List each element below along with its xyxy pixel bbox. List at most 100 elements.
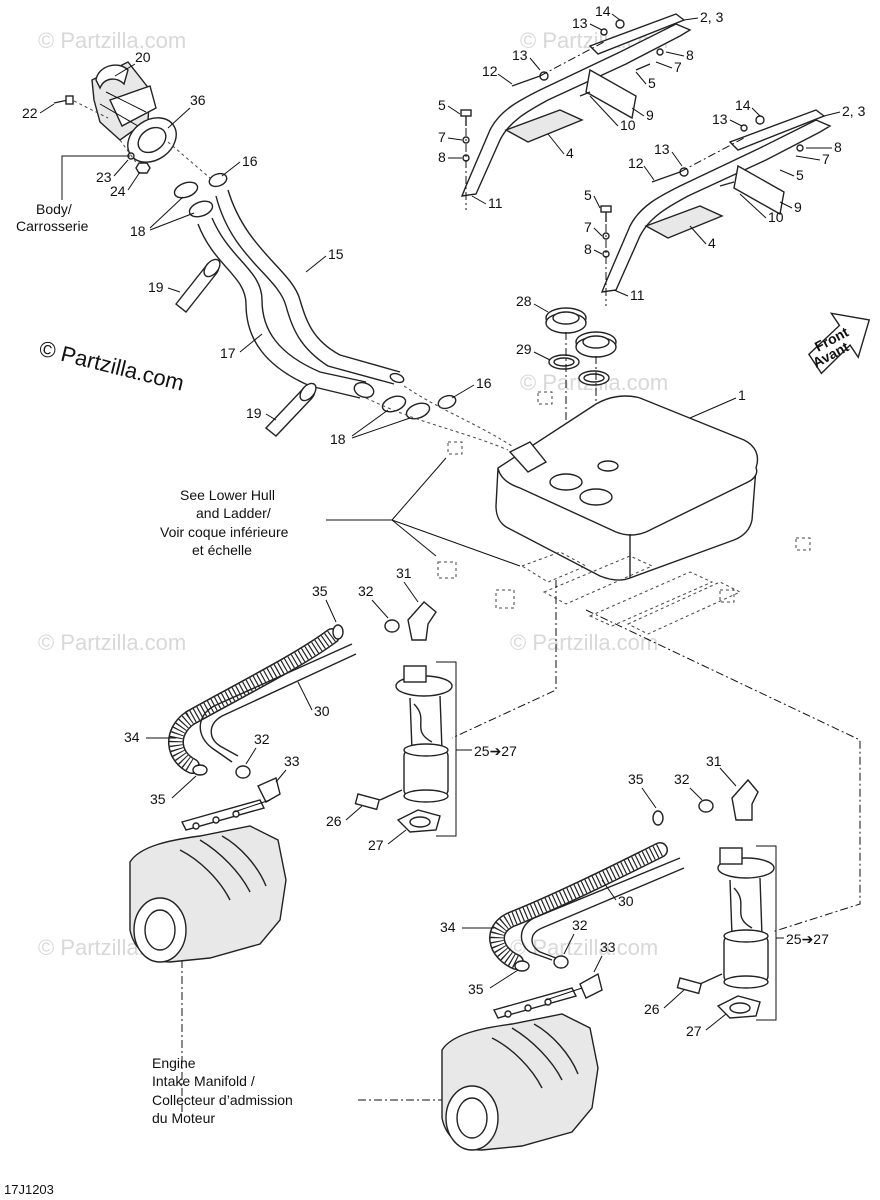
pad-icon (504, 109, 584, 143)
callout-5: 5 (796, 167, 804, 183)
callout-5: 5 (584, 187, 592, 203)
callout-30: 30 (618, 893, 634, 909)
callout-2-3: 2, 3 (842, 103, 866, 119)
callout-11: 11 (630, 287, 645, 303)
callout-34: 34 (440, 919, 456, 935)
gasket-icon (716, 995, 761, 1019)
callout-8: 8 (686, 47, 694, 63)
plate-icon (733, 164, 785, 216)
callout-13: 13 (512, 47, 528, 63)
callout-13: 13 (572, 15, 588, 31)
callout-13: 13 (712, 111, 728, 127)
sender-icon (676, 973, 723, 995)
lower-hull-note-line3: Voir coque inférieure (160, 524, 289, 540)
callout-26: 26 (326, 813, 342, 829)
callout-13: 13 (654, 141, 670, 157)
callout-26: 26 (644, 1001, 660, 1017)
callout-25-27: 25➔27 (786, 931, 829, 947)
callout-18: 18 (330, 431, 346, 447)
callout-20: 20 (135, 49, 151, 65)
filler-neck-icon (91, 61, 157, 141)
callout-33: 33 (284, 753, 300, 769)
callout-8: 8 (438, 149, 446, 165)
callout-31: 31 (396, 565, 412, 581)
callout-10: 10 (620, 117, 636, 133)
elbow-fitting-icon (257, 601, 437, 803)
callout-35: 35 (468, 981, 484, 997)
clip-icon (514, 810, 664, 972)
callout-7: 7 (674, 59, 682, 75)
cable-tie-icon (175, 258, 221, 313)
callout-23: 23 (96, 169, 112, 185)
callout-14: 14 (595, 3, 611, 19)
callout-31: 31 (706, 753, 722, 769)
callout-28: 28 (516, 293, 532, 309)
callout-12: 12 (482, 63, 498, 79)
ring-icon (235, 619, 400, 779)
callout-30: 30 (314, 703, 330, 719)
cable-tie-icon (264, 382, 317, 437)
callout-9: 9 (794, 199, 802, 215)
engine-note-line4: du Moteur (152, 1110, 215, 1126)
callout-27: 27 (686, 1023, 702, 1039)
callout-32: 32 (358, 583, 374, 599)
body-note-line2: Carrosserie (16, 218, 89, 234)
callout-34: 34 (124, 729, 140, 745)
clamp-icon (173, 172, 457, 420)
gasket-icon (396, 809, 441, 833)
intake-manifold-icon (441, 987, 599, 1151)
lower-hull-note-line4: et échelle (192, 542, 252, 558)
hull-reference (437, 391, 811, 635)
copyright-watermark: © Partzilla.com (37, 336, 187, 396)
callout-19: 19 (148, 279, 164, 295)
watermark: © Partzilla.com (510, 630, 658, 655)
sender-icon (354, 789, 403, 811)
watermark: © Partzilla.com (38, 630, 186, 655)
lower-hull-note-line1: See Lower Hull (180, 487, 275, 503)
callout-7: 7 (822, 151, 830, 167)
callout-8: 8 (584, 241, 592, 257)
hose-icon (197, 217, 375, 399)
callout-5: 5 (648, 75, 656, 91)
body-note-line1: Body/ (36, 201, 72, 217)
callout-24: 24 (110, 183, 126, 199)
intake-manifold-icon (129, 799, 287, 963)
ring-icon (553, 799, 714, 969)
elbow-fitting-icon (579, 778, 759, 999)
callout-1: 1 (738, 387, 746, 403)
callout-27: 27 (368, 837, 384, 853)
lower-hull-note-line2: and Ladder/ (196, 505, 271, 521)
clip-icon (192, 624, 344, 776)
corrugated-hose-icon (489, 842, 668, 970)
callout-35: 35 (628, 771, 644, 787)
callout-16: 16 (242, 153, 258, 169)
callout-10: 10 (768, 209, 784, 225)
callout-7: 7 (438, 129, 446, 145)
callout-19: 19 (246, 405, 262, 421)
callout-4: 4 (566, 145, 574, 161)
callout-29: 29 (516, 341, 532, 357)
fuel-pump-icon (717, 847, 775, 989)
callout-2-3: 2, 3 (700, 9, 724, 25)
hose-icon (215, 189, 405, 385)
callout-22: 22 (22, 105, 38, 121)
watermark: © Partzilla.com (38, 28, 186, 53)
callout-11: 11 (488, 195, 503, 211)
engine-note-line2: Intake Manifold / (152, 1073, 255, 1089)
callout-32: 32 (254, 731, 270, 747)
fuel-tank-icon (495, 395, 759, 581)
callout-36: 36 (190, 92, 206, 108)
callout-17: 17 (220, 345, 236, 361)
figure-reference: 17J1203 (4, 1182, 54, 1197)
nut-icon (135, 162, 151, 174)
callout-9: 9 (646, 107, 654, 123)
callout-5: 5 (438, 97, 446, 113)
callout-35: 35 (150, 791, 166, 807)
callout-14: 14 (735, 97, 751, 113)
engine-note-line3: Collecteur d’admission (152, 1092, 293, 1108)
gasket-icon (127, 117, 177, 163)
callout-32: 32 (674, 771, 690, 787)
callout-15: 15 (328, 246, 344, 262)
